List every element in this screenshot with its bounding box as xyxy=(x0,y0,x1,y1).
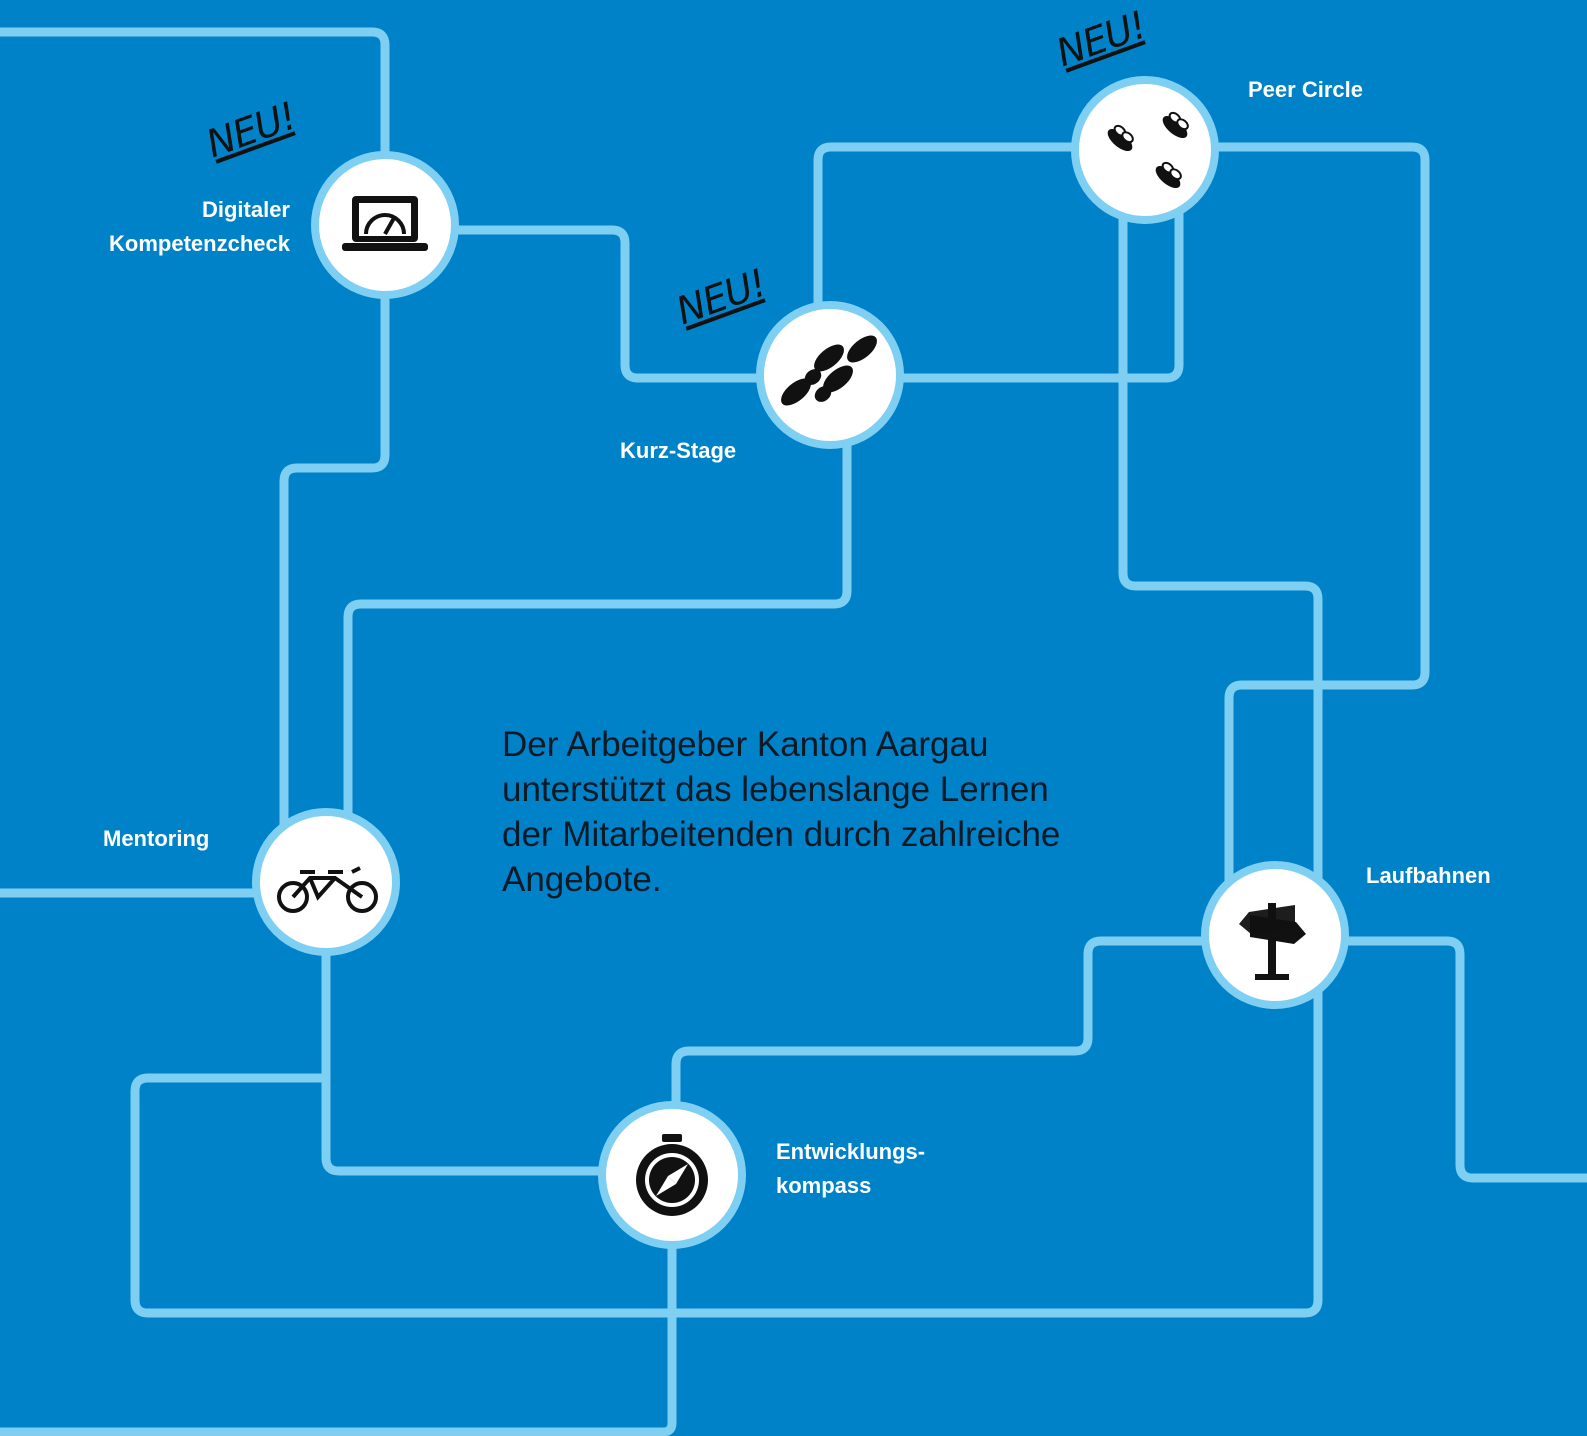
label-mentoring: Mentoring xyxy=(103,826,210,851)
label-line: Digitaler xyxy=(201,197,290,222)
label-entwicklungskompass: Entwicklungs- kompass xyxy=(776,1135,925,1203)
bees-icon xyxy=(1107,111,1189,189)
node-peer-circle[interactable] xyxy=(1071,76,1219,224)
label-line: Entwicklungs- xyxy=(776,1139,926,1164)
headline-text: Der Arbeitgeber Kanton Aargau unterstütz… xyxy=(502,725,1061,899)
node-entwicklungskompass[interactable] xyxy=(598,1101,746,1249)
footprints-icon xyxy=(781,335,877,406)
label-peer-circle: Peer Circle xyxy=(1248,77,1363,102)
node-mentoring[interactable] xyxy=(252,808,400,956)
node-kurz-stage[interactable] xyxy=(756,301,904,449)
map-lines xyxy=(0,27,1587,1436)
label-kurz-stage: Kurz-Stage xyxy=(620,438,737,463)
laptop-gauge-icon xyxy=(342,196,428,251)
compass-icon xyxy=(636,1134,708,1216)
label-laufbahnen: Laufbahnen xyxy=(1366,863,1491,888)
label-line: Kompetenzcheck xyxy=(109,231,290,256)
tandem-bicycle-icon xyxy=(277,866,378,913)
node-laufbahnen[interactable] xyxy=(1201,861,1349,1009)
label-line: kompass xyxy=(776,1173,872,1198)
signpost-icon xyxy=(1239,903,1306,980)
node-digital-kompetenzcheck[interactable] xyxy=(311,151,459,299)
label-digitaler-kompetenzcheck: Digitaler Kompetenzcheck xyxy=(62,193,290,261)
